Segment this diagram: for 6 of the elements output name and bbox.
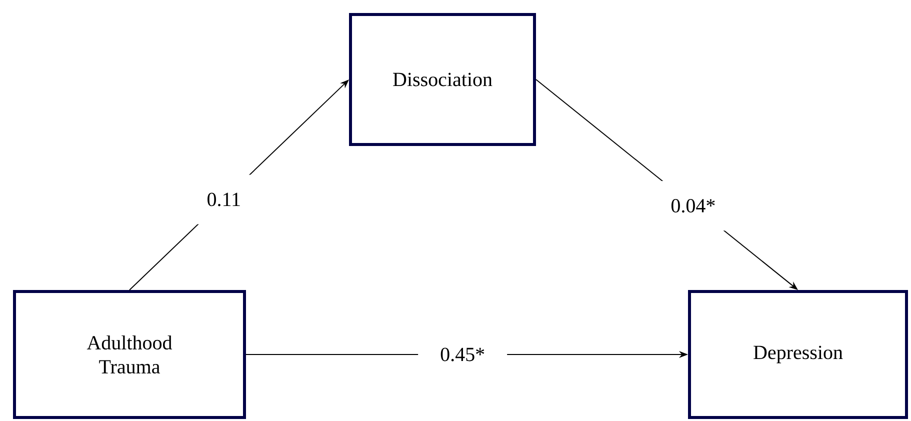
box: Dissociation [349, 13, 536, 146]
box: Adulthood Trauma [13, 290, 246, 419]
edge-label: 0.04* [648, 181, 738, 231]
edge-label: 0.11 [184, 174, 264, 224]
box: Depression [688, 290, 908, 419]
edge-label: 0.45* [418, 330, 508, 380]
